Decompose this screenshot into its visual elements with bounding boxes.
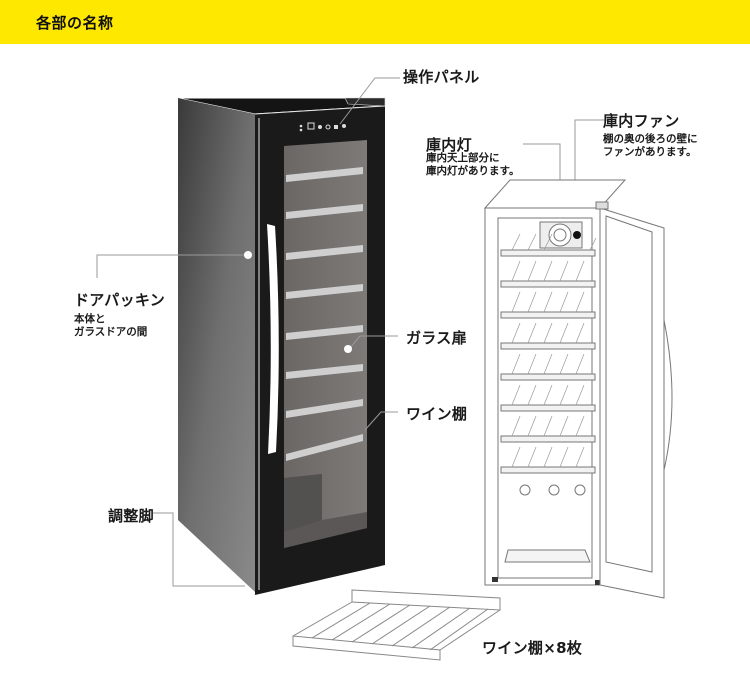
closed-wine-cellar: [177, 97, 386, 595]
foot: [492, 577, 498, 582]
shelf: [500, 373, 596, 381]
interior-light-dot: [573, 231, 581, 239]
shelf-bar: [286, 204, 363, 219]
door-shelves: [286, 167, 363, 461]
shelf: [500, 404, 596, 412]
note-interior-fan-1: 棚の奥の後ろの壁に: [603, 133, 698, 145]
open-wine-cellar: [483, 179, 673, 599]
leader-lines: [96, 77, 610, 587]
label-interior-light: 庫内灯: [426, 136, 472, 154]
label-door-gasket: ドアパッキン: [74, 291, 166, 309]
note-interior-light-1: 庫内天上部分に: [426, 152, 500, 164]
label-adjustable-feet: 調整脚: [108, 507, 154, 525]
shelf-bar: [286, 325, 363, 340]
shelf-bar: [286, 399, 363, 418]
shelf: [500, 342, 596, 350]
control-panel-buttons: [299, 122, 346, 132]
shelf: [500, 280, 596, 288]
section-header: 各部の名称: [0, 0, 750, 44]
section-title: 各部の名称: [36, 14, 114, 32]
shelf-bar: [286, 284, 363, 299]
note-door-gasket-2: ガラスドアの間: [74, 326, 148, 338]
note-interior-light-2: 庫内灯があります。: [426, 165, 520, 177]
shelf: [500, 249, 596, 257]
wine-shelf-accessory: [292, 589, 501, 661]
foot: [595, 580, 601, 585]
glass-door-pane: [284, 140, 367, 548]
shelf-bar: [286, 167, 363, 182]
note-interior-fan-2: ファンがあります。: [603, 146, 697, 158]
wine-cellar-diagram: [96, 77, 673, 661]
label-glass-door: ガラス扉: [406, 329, 467, 347]
label-wine-shelf: ワイン棚: [406, 405, 468, 423]
label-interior-fan: 庫内ファン: [603, 112, 680, 130]
label-shelf-accessory: ワイン棚×8枚: [482, 639, 583, 657]
shelf-bar: [286, 245, 363, 260]
open-shelves: [500, 249, 596, 474]
door-handle: [267, 224, 279, 454]
drip-tray: [504, 549, 591, 563]
bottle-holders: [519, 484, 586, 496]
shelf-bar: [286, 434, 363, 461]
cabinet-side: [178, 98, 255, 592]
shelf: [500, 435, 596, 443]
shelf: [500, 311, 596, 319]
shelf: [500, 466, 596, 474]
interior-fan-unit: [539, 221, 583, 249]
label-control-panel: 操作パネル: [403, 68, 480, 86]
shelf-bar: [286, 364, 363, 379]
note-door-gasket-1: 本体と: [74, 313, 106, 325]
